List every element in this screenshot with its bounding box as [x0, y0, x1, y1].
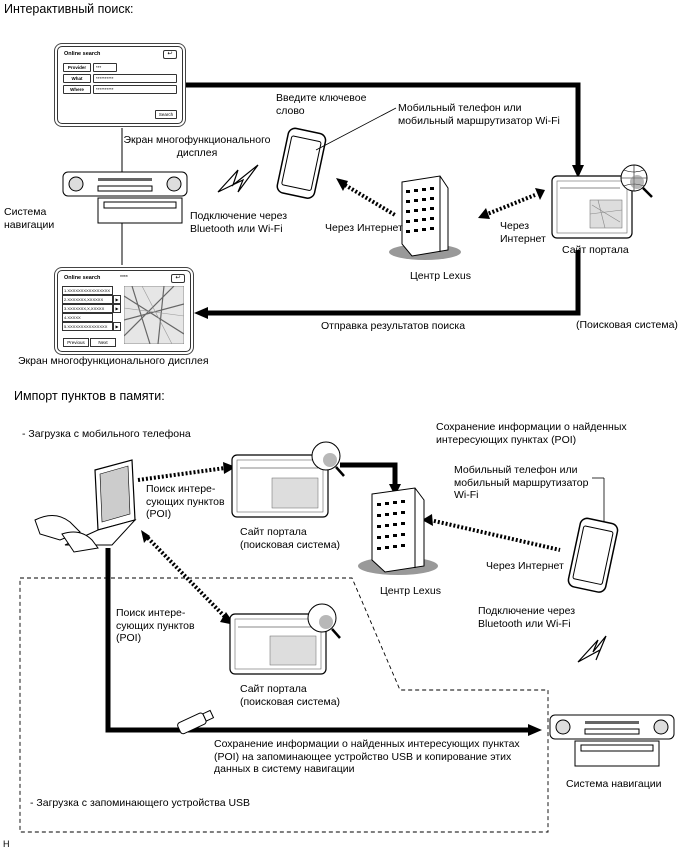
screen-title: Online search [64, 51, 101, 57]
provider-field[interactable]: *** [93, 63, 117, 72]
result-item-3[interactable]: 3.XXXXXXX,X,XXXXX [62, 304, 113, 313]
mobile-phone-icon [276, 127, 327, 199]
wireless-bolt-icon [217, 164, 259, 193]
lexus-center-building-icon-2 [358, 487, 438, 575]
mobile-phone-icon-2 [567, 517, 619, 593]
internet-right-label: Через Интернет [500, 220, 546, 245]
what-label: What [63, 74, 91, 83]
poi-link-1 [137, 466, 226, 482]
keyword-label: Введите ключевое слово [276, 92, 367, 117]
where-row: Where ********** [63, 85, 177, 94]
bluetooth-label-2: Подключение через Bluetooth или Wi-Fi [478, 605, 576, 630]
lexus-center-building-icon [389, 175, 461, 260]
back-button-2[interactable]: ↩ [171, 274, 185, 283]
what-field[interactable]: ********** [93, 74, 177, 83]
section1-title: Интерактивный поиск: [4, 2, 134, 16]
nav-system-label-2: Система навигации [566, 778, 662, 790]
internet-label-2: Через Интернет [486, 560, 564, 572]
lexus-center-label: Центр Lexus [410, 270, 471, 282]
section2-title: Импорт пунктов в памяти: [14, 389, 165, 403]
search-results-flow [205, 250, 581, 316]
portal-label-2: Сайт портала (поисковая система) [240, 683, 341, 708]
portal-label-1: Сайт портала (поисковая система) [240, 526, 341, 551]
lexus-center-label-2: Центр Lexus [380, 585, 441, 597]
top-flow-line [185, 82, 581, 170]
search-results-screen: Online search **** ↩ 1.XXXXXXXXXXXXXXXX … [57, 270, 191, 352]
result-count: **** [120, 275, 128, 281]
portal-site-icon [551, 164, 653, 239]
result-item-1[interactable]: 1.XXXXXXXXXXXXXXXX [62, 286, 113, 295]
result-detail-button-2[interactable]: ▶ [113, 295, 121, 304]
portal-site-icon-2a [231, 441, 345, 518]
portal-site-icon-2b [229, 603, 341, 675]
results-flow-line [205, 250, 581, 316]
nav-unit-icon [62, 171, 188, 224]
next-button[interactable]: Next [90, 338, 116, 347]
bottom-screen-label: Экран многофункционального дисплея [18, 355, 209, 367]
screen-title-2: Online search [64, 275, 101, 281]
what-row: What ********** [63, 74, 177, 83]
nav-unit-icon-2 [549, 714, 675, 767]
online-search-screen: Online search ↩ Provider *** What ******… [57, 46, 183, 124]
usb-download-label: - Загрузка с запоминающего устройства US… [30, 797, 251, 809]
internet-link-left [343, 183, 397, 217]
result-item-2[interactable]: 2.XXXXXXX,XXXXXX [62, 295, 113, 304]
internet-left-label: Через Интернет [325, 222, 403, 234]
where-field[interactable]: ********** [93, 85, 177, 94]
usb-stick-icon [177, 709, 215, 735]
result-item-4[interactable]: 4.XXXXX [62, 313, 113, 322]
result-detail-button-3[interactable]: ▶ [113, 304, 121, 313]
laptop-user-icon [34, 459, 137, 553]
top-screen-label: Экран многофункционального дисплея [123, 134, 271, 159]
footer-code: H [3, 839, 10, 849]
where-label: Where [63, 85, 91, 94]
back-button[interactable]: ↩ [163, 50, 177, 59]
phone-label-2: Мобильный телефон или мобильный маршрути… [454, 464, 589, 501]
map-thumbnail [124, 286, 184, 344]
internet-link-2 [429, 518, 561, 552]
usb-save-label: Сохранение информации о найденных интере… [214, 738, 520, 775]
result-item-5[interactable]: 5.XXXXXXXXXXXXXXX [62, 322, 113, 331]
usb-download-region [19, 577, 549, 833]
results-arrowhead [194, 307, 208, 319]
mobile-download-label: - Загрузка с мобильного телефона [22, 428, 191, 440]
nav-system-label: Система навигации [4, 206, 55, 231]
poi-search-label-1: Поиск интере-сующих пунктов (POI) [146, 483, 225, 520]
provider-row: Provider *** [63, 63, 177, 72]
wireless-bolt-icon-2 [577, 635, 607, 663]
usb-transfer-line [105, 548, 530, 733]
search-button[interactable]: Search [155, 110, 177, 119]
results-label: Отправка результатов поиска [321, 320, 466, 332]
search-request-flow [185, 82, 581, 170]
previous-button[interactable]: Previous [63, 338, 89, 347]
internet-link-right [484, 193, 536, 217]
result-detail-button-5[interactable]: ▶ [113, 322, 121, 331]
portal-label: Сайт портала [562, 244, 629, 256]
phone-label: Мобильный телефон или мобильный маршрути… [398, 102, 560, 127]
portal-to-lexus-line [340, 462, 398, 488]
poi-search-label-2: Поиск интере-сующих пунктов (POI) [116, 607, 195, 644]
bluetooth-label: Подключение через Bluetooth или Wi-Fi [190, 210, 288, 235]
search-system-label: (Поисковая система) [576, 319, 678, 331]
save-info-label: Сохранение информации о найденных интере… [436, 421, 627, 446]
provider-label: Provider [63, 63, 91, 72]
